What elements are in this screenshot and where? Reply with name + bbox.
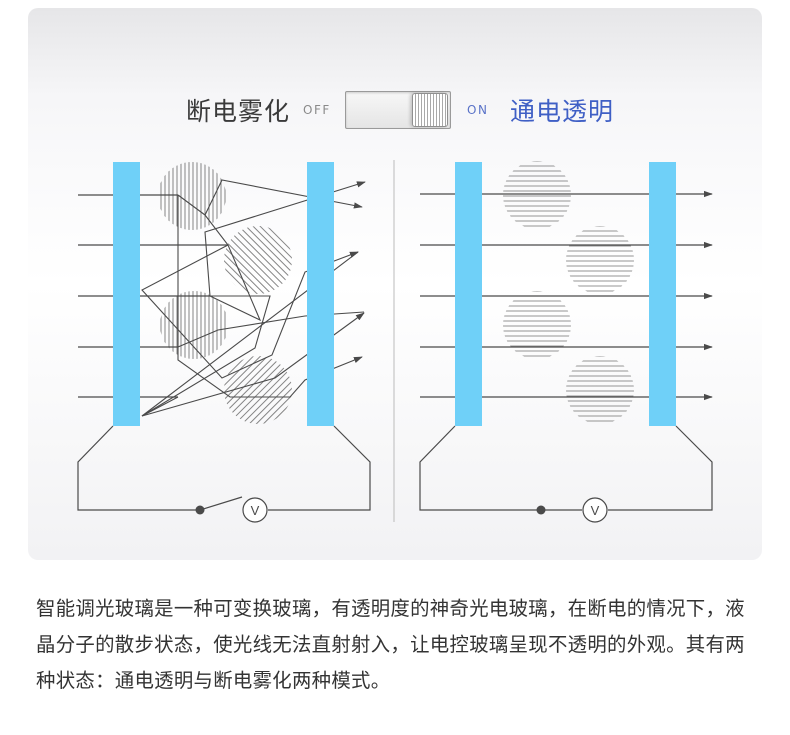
voltmeter-icon [582, 497, 608, 523]
power-toggle-switch[interactable] [345, 91, 451, 129]
toggle-knob[interactable] [412, 93, 448, 127]
mode-header: 断电雾化 OFF ON 通电透明 [0, 88, 790, 134]
scattered-ray [177, 179, 363, 216]
scattered-ray [177, 311, 365, 348]
lc-droplet [566, 356, 634, 424]
glass-plate [113, 162, 140, 426]
circuit-wire [268, 425, 371, 511]
voltmeter-icon [242, 497, 268, 523]
circuit-wire [608, 425, 713, 511]
glass-plate [307, 162, 334, 426]
description-text: 智能调光玻璃是一种可变换玻璃，有透明度的神奇光电玻璃，在断电的情况下，液晶分子的… [36, 597, 745, 692]
open-switch-lever [199, 496, 243, 511]
lc-droplet [224, 356, 292, 424]
switch-contact [536, 505, 546, 515]
scattered-ray [141, 251, 359, 417]
power-on-diagram: V [419, 161, 713, 523]
circuit-wire [419, 425, 582, 511]
power-on-label: 通电透明 [510, 97, 615, 126]
toggle-off-label: OFF [303, 103, 331, 117]
glass-plate [455, 162, 482, 426]
scattered-ray [141, 295, 365, 417]
lc-droplet [224, 226, 292, 294]
lc-droplet [158, 162, 226, 230]
power-off-diagram: V [77, 162, 371, 523]
lc-droplet [503, 161, 571, 229]
circuit-wire [77, 425, 200, 511]
glass-plate [649, 162, 676, 426]
power-off-label: 断电雾化 [185, 97, 290, 126]
voltmeter-label: V [251, 503, 260, 518]
lc-droplet [566, 226, 634, 294]
voltmeter-label: V [591, 503, 600, 518]
scattered-ray [204, 181, 366, 322]
lc-droplet [503, 291, 571, 359]
toggle-on-label: ON [467, 103, 489, 117]
lc-droplet [160, 291, 228, 359]
